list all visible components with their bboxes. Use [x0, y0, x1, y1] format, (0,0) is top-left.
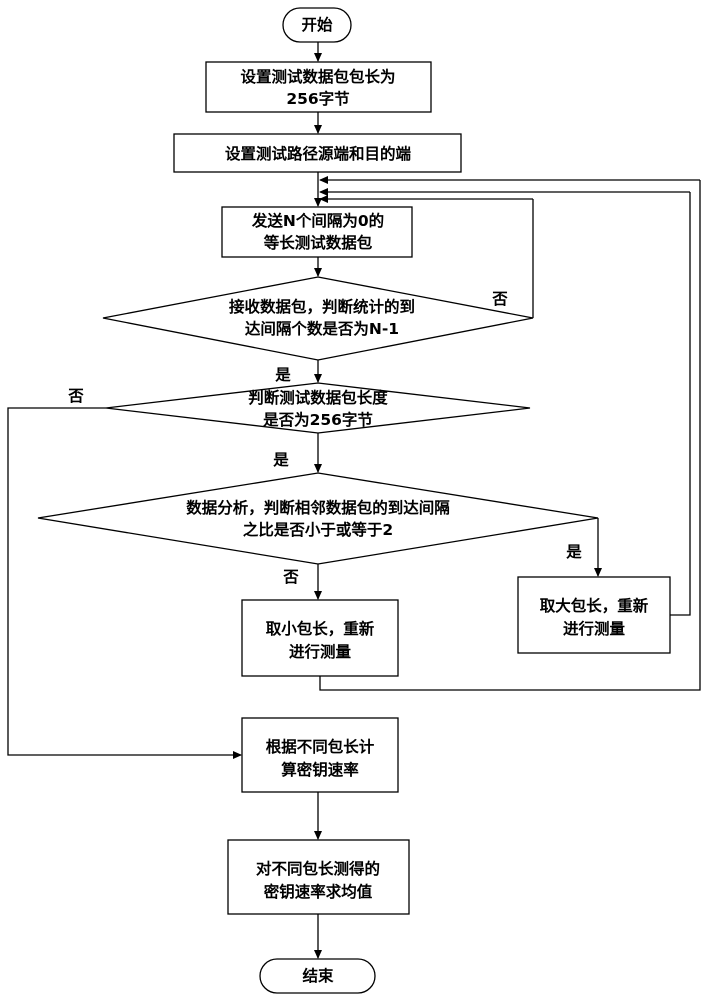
send-line1: 发送N个间隔为0的 — [251, 211, 384, 230]
set-length-box — [205, 61, 432, 113]
large-packet-box — [517, 576, 671, 654]
label-analyze-no: 否 — [282, 568, 299, 586]
analyze-line2: 之比是否小于或等于2 — [243, 520, 393, 539]
check-count-diamond — [102, 276, 534, 361]
calc-rate-line1: 根据不同包长计 — [266, 737, 375, 756]
label-check-count-no: 否 — [491, 290, 508, 308]
send-box — [221, 206, 413, 258]
analyze-diamond — [37, 472, 599, 565]
calc-rate-line2: 算密钥速率 — [281, 760, 359, 779]
check-length-line1: 判断测试数据包长度 — [248, 388, 388, 407]
set-path-box — [173, 133, 462, 173]
set-length-line2: 256字节 — [286, 89, 349, 108]
end-terminal — [259, 958, 376, 994]
end-label: 结束 — [301, 966, 334, 985]
check-length-line2: 是否为256字节 — [262, 410, 373, 429]
arrow-small-packet-loop — [319, 180, 701, 691]
small-packet-line2: 进行测量 — [289, 642, 352, 661]
check-count-line2: 达间隔个数是否为N-1 — [245, 319, 399, 338]
average-line2: 密钥速率求均值 — [264, 882, 373, 901]
label-check-length-no: 否 — [67, 387, 84, 405]
arrow-large-packet-loop — [670, 192, 691, 616]
set-path-label: 设置测试路径源端和目的端 — [225, 144, 412, 163]
calc-rate-box — [241, 717, 399, 793]
large-packet-line1: 取大包长，重新 — [540, 596, 649, 615]
start-label: 开始 — [301, 15, 333, 34]
start-terminal — [282, 7, 352, 43]
analyze-line1: 数据分析，判断相邻数据包的到达间隔 — [186, 498, 450, 517]
average-box — [227, 839, 410, 915]
label-check-count-yes: 是 — [274, 366, 291, 384]
send-line2: 等长测试数据包 — [263, 233, 373, 252]
check-count-line1: 接收数据包，判断统计的到 — [229, 297, 415, 316]
set-length-line1: 设置测试数据包包长为 — [240, 67, 395, 86]
arrow-check-length-no — [7, 407, 242, 759]
label-check-length-yes: 是 — [272, 451, 289, 469]
average-line1: 对不同包长测得的 — [256, 859, 380, 878]
label-analyze-yes: 是 — [565, 543, 582, 561]
small-packet-line1: 取小包长，重新 — [266, 619, 375, 638]
small-packet-box — [241, 599, 399, 677]
large-packet-line2: 进行测量 — [563, 619, 626, 638]
